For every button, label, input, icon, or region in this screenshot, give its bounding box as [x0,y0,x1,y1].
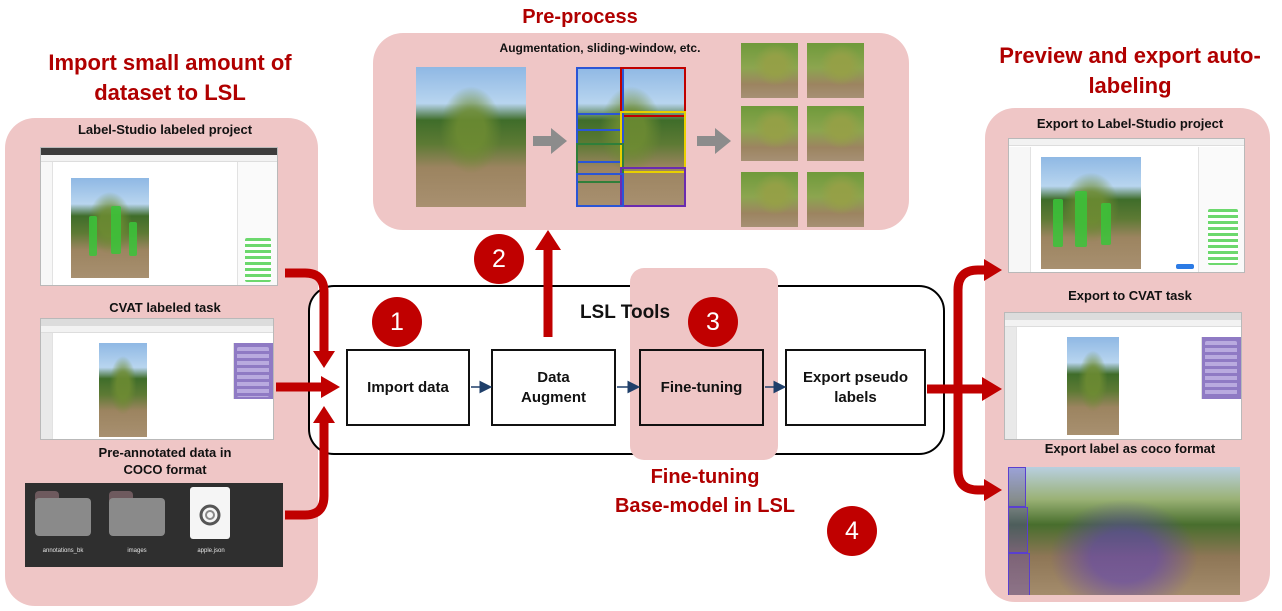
export-label-studio-screenshot [1008,138,1245,273]
step-badge-3: 3 [688,297,738,347]
export-pseudo-line2: labels [834,388,877,406]
original-image [416,67,526,207]
cvat-image [99,343,147,437]
import-data-label: Import data [367,378,449,396]
window-blue-2 [576,113,624,163]
data-augment-line1: Data [537,369,570,386]
left-title-line2: dataset to LSL [94,80,246,105]
fine-tuning-label: Fine-tuning [660,378,743,396]
window-purple [620,167,686,207]
fine-tune-caption: Fine-tuning Base-model in LSL [585,463,825,521]
cvat-screenshot [40,318,274,440]
export-cvat-screenshot [1004,312,1242,440]
region-list [1208,209,1238,265]
cvat-objects-list [1205,341,1237,395]
coco-box-2 [1008,507,1028,553]
lsl-tools-title: LSL Tools [579,302,671,323]
preprocess-title: Pre-process [522,6,638,28]
export-arrowhead-top [984,259,1002,281]
region-list [245,238,271,282]
window-blue [576,67,624,131]
left-title-line1: Import small amount of [48,50,292,75]
browser-tab-bar [41,148,277,155]
export-arrowhead-bottom [984,479,1002,501]
export-pseudo-line1: Export pseudo [802,369,908,386]
sliding-window-image [576,67,686,207]
step-badge-1: 1 [372,297,422,347]
export-label-studio-caption: Export to Label-Studio project [1036,116,1224,131]
green-annotation-1 [1053,199,1063,247]
arrow-right-icon [697,128,731,154]
window-green [576,143,624,183]
crop-5 [741,172,798,227]
browser-tab-bar [41,319,273,326]
export-cvat-caption: Export to CVAT task [1068,288,1192,303]
right-title-line1: Preview and export auto- [999,43,1261,68]
green-annotation-3 [1101,203,1111,245]
file-name-1: annotations_bk [42,548,84,554]
cvat-objects-list [237,347,269,397]
coco-caption-line1: Pre-annotated data in [98,445,232,460]
fine-tune-caption-line1: Fine-tuning [650,466,760,488]
export-arrowhead-mid [982,377,1002,401]
coco-export-image [1008,467,1240,595]
coco-box-3 [1008,553,1030,595]
cvat-caption: CVAT labeled task [109,300,221,315]
coco-box-1 [1008,467,1026,507]
sliding-window-grid [576,67,686,207]
preprocess-caption: Augmentation, sliding-window, etc. [499,41,701,55]
window-blue-3 [576,173,624,207]
coco-caption: Pre-annotated data in COCO format [20,444,310,478]
export-pseudo-labels-step: Export pseudo labels [785,349,926,426]
crop-2 [807,43,864,98]
fine-tuning-step: Fine-tuning [639,349,764,426]
step-badge-2: 2 [474,234,524,284]
step-badge-4: 4 [827,506,877,556]
address-bar [41,326,273,333]
green-annotation-3 [129,222,137,256]
file-name-3: apple.json [197,548,225,554]
import-arrowhead-top [313,351,335,368]
submit-button-mock [1176,264,1194,269]
import-data-step: Import data [346,349,470,426]
import-arrowhead-bottom [313,406,335,423]
label-studio-screenshot [40,147,278,286]
right-title-line2: labeling [1088,73,1172,98]
cvat-toolbar [41,333,53,439]
cvat-toolbar [1005,327,1017,439]
crop-3 [741,106,798,161]
file-browser: annotations_bk images apple.json [25,483,283,567]
green-annotation-2 [1075,191,1087,247]
task-list [1009,147,1031,272]
import-arrowhead-mid [321,376,340,398]
right-title: Preview and export auto- labeling [985,41,1275,101]
arrow-right-icon [533,128,567,154]
crop-1 [741,43,798,98]
augment-arrowhead [535,230,561,250]
coco-caption-line2: COCO format [123,462,207,477]
address-bar [41,155,277,162]
data-augment-line2: Augment [521,388,586,406]
crop-4 [807,106,864,161]
browser-tab-bar [1005,313,1241,320]
export-coco-caption: Export label as coco format [1044,441,1216,456]
green-annotation-1 [89,216,97,256]
export-cvat-image [1067,337,1119,435]
data-augment-step: Data Augment [491,349,616,426]
address-bar [1005,320,1241,327]
window-red [620,67,686,117]
task-list [41,162,53,285]
json-file-icon [190,487,230,539]
window-yellow [620,111,686,173]
green-annotation-2 [111,206,121,254]
fine-tune-caption-line2: Base-model in LSL [614,495,796,517]
import-arrows [276,268,329,520]
address-bar [1009,139,1244,146]
crop-6 [807,172,864,227]
left-title: Import small amount of dataset to LSL [20,48,320,108]
label-studio-caption: Label-Studio labeled project [77,122,253,137]
export-arrows [927,265,985,495]
file-name-2: images [127,548,147,554]
